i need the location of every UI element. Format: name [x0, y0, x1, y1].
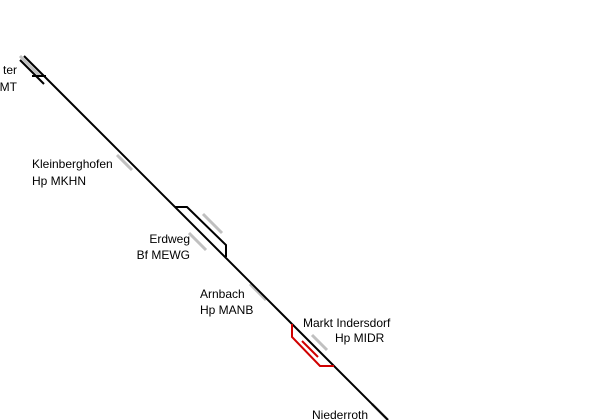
- station-name-top-left: ter: [3, 63, 17, 77]
- station-labels: ter MT Kleinberghofen Hp MKHN Erdweg Bf …: [0, 63, 391, 420]
- platform-erdweg-2: [187, 231, 208, 252]
- station-name-kleinberghofen: Kleinberghofen: [32, 157, 113, 171]
- station-name-markt-indersdorf: Markt Indersdorf: [303, 316, 391, 330]
- platform-erdweg-1: [201, 212, 224, 235]
- station-code-arnbach: Hp MANB: [200, 303, 253, 317]
- station-name-erdweg: Erdweg: [149, 232, 190, 246]
- station-code-kleinberghofen: Hp MKHN: [32, 174, 86, 188]
- red-siding-outer: [291, 324, 334, 367]
- platform-arnbach: [248, 282, 268, 302]
- red-siding-inner: [301, 340, 319, 358]
- station-code-erdweg: Bf MEWG: [137, 248, 190, 262]
- main-track: [19, 55, 389, 420]
- markt-indersdorf-loop: [291, 324, 334, 367]
- station-name-niederroth: Niederroth: [312, 408, 368, 420]
- station-code-top-left: MT: [0, 80, 18, 94]
- station-name-arnbach: Arnbach: [200, 287, 245, 301]
- platform-kleinberghofen: [115, 153, 134, 172]
- station-code-markt-indersdorf: Hp MIDR: [335, 331, 385, 345]
- platform-markt-indersdorf: [310, 333, 329, 352]
- platform-top-left: [18, 54, 42, 78]
- erdweg-passing-loop: [175, 206, 227, 257]
- parallel-track-top-left: [19, 59, 45, 85]
- main-line-segment-1: [23, 55, 293, 325]
- main-line-segment-2: [291, 323, 389, 420]
